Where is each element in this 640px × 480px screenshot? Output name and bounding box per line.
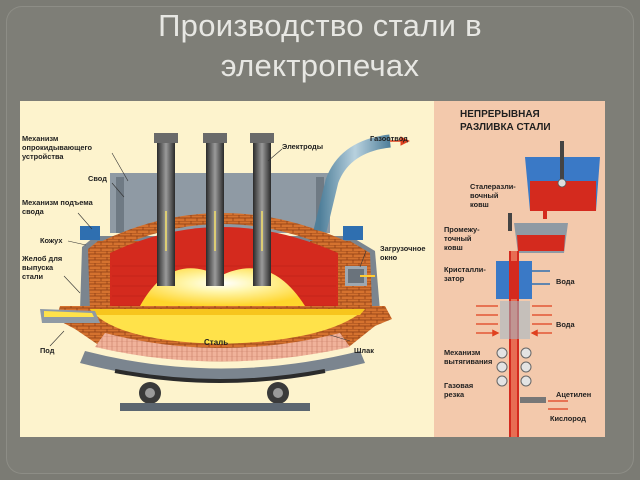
slide-title: Производство стали в электропечах — [0, 6, 640, 86]
label-crystallizer: Кристалли- затор — [444, 265, 488, 283]
label-water-1: Вода — [556, 277, 575, 286]
molten-steel — [90, 309, 365, 344]
label-gas-cutting: Газовая резка — [444, 381, 475, 399]
label-acetylene: Ацетилен — [556, 390, 591, 399]
label-water-2: Вода — [556, 320, 575, 329]
label-charging-door: Загрузочное окно — [380, 244, 428, 262]
label-roof-lift: Механизм подъема свода — [22, 198, 95, 216]
gas-outlet-pipe — [313, 134, 391, 233]
label-roof: Свод — [88, 174, 107, 183]
label-pulling: Механизм вытягивания — [444, 348, 492, 366]
label-tundish: Промежу- точный ковш — [444, 225, 482, 252]
bottom-shell — [80, 351, 365, 381]
casting-header: НЕПРЕРЫВНАЯ РАЗЛИВКА СТАЛИ — [460, 109, 551, 133]
label-electrodes: Электроды — [282, 142, 323, 151]
label-steel: Сталь — [204, 338, 228, 347]
refractory-bottom — [95, 333, 350, 362]
diagram-panel: Механизм опрокидывающего устройства Свод… — [20, 101, 605, 437]
label-ladle: Сталеразли- вочный ковш — [470, 182, 518, 209]
title-line-1: Производство стали в — [158, 8, 482, 43]
label-slag: Шлак — [354, 346, 374, 355]
ladle-stopper — [560, 141, 564, 181]
roof-ring-right — [343, 226, 363, 240]
furnace-diagram: Механизм опрокидывающего устройства Свод… — [21, 101, 605, 437]
base-rail — [120, 403, 310, 411]
gas-cutter — [520, 397, 546, 403]
label-casing: Кожух — [40, 236, 63, 245]
label-gas-outlet: Газоотвод — [370, 134, 408, 143]
label-oxygen: Кислород — [550, 414, 586, 423]
electrodes — [154, 133, 274, 286]
pulling-rolls — [496, 347, 532, 387]
cooling-zone — [476, 301, 552, 339]
label-tap-spout: Желоб для выпуска стали — [21, 254, 64, 281]
roof-ring-left — [80, 226, 100, 240]
title-line-2: электропечах — [220, 48, 420, 83]
label-tilt-mechanism: Механизм опрокидывающего устройства — [22, 134, 94, 161]
label-hearth: Под — [40, 346, 55, 355]
